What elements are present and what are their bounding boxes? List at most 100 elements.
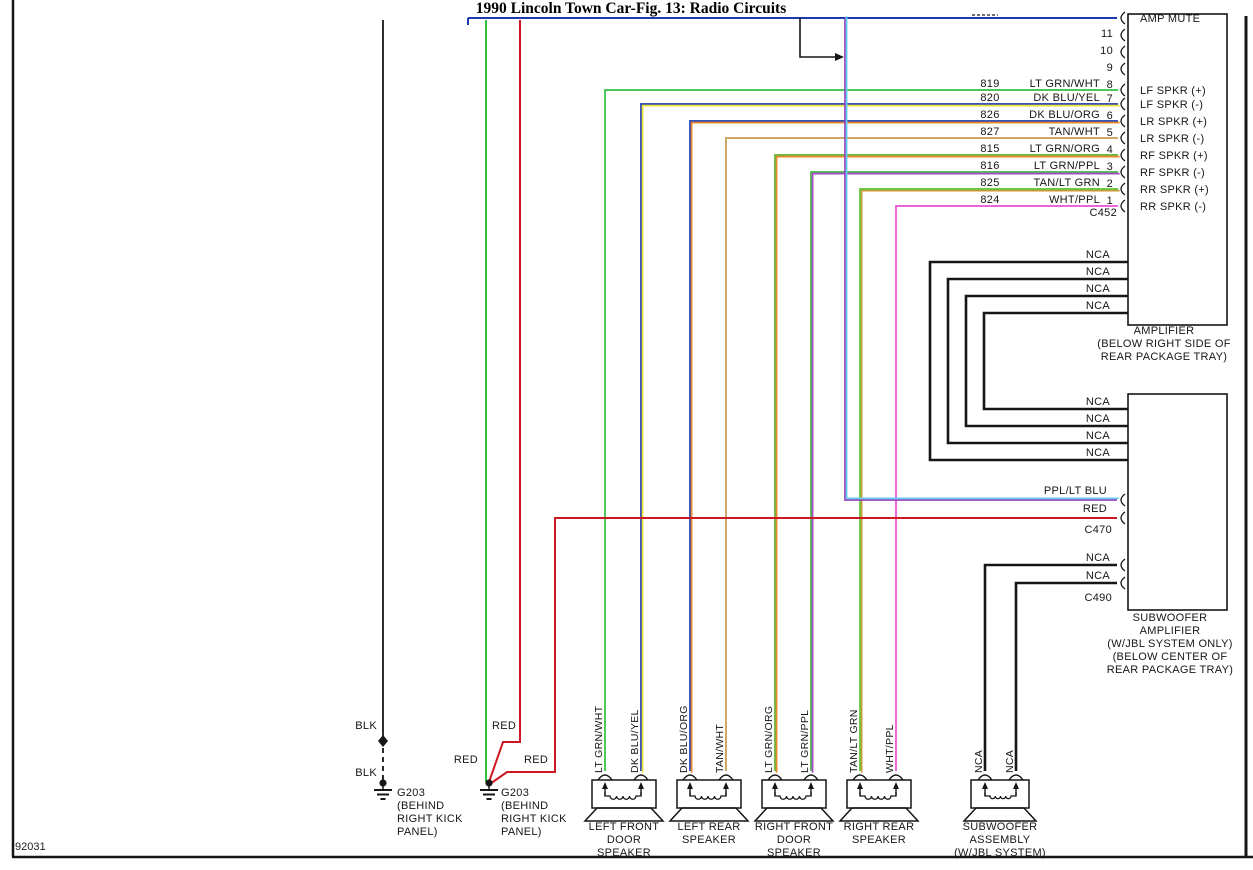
pointer-arrowhead xyxy=(835,53,844,61)
red-wire-c470 xyxy=(489,517,1117,785)
voice-coil xyxy=(774,792,812,800)
wire-color-vertical-label: WHT/PPL xyxy=(884,724,896,773)
speaker-name: LEFT FRONT xyxy=(589,821,660,833)
pin-function-label: RR SPKR (-) xyxy=(1140,201,1206,213)
nca-subwoofer-wire xyxy=(1014,581,1117,771)
pointer-arrow-line xyxy=(799,18,835,58)
speaker-wire-824 xyxy=(895,205,1118,771)
speaker-wire-816 xyxy=(810,171,1118,771)
c452-pin-arc xyxy=(1120,28,1126,42)
wire-color-label: LT GRN/ORG xyxy=(1030,143,1100,155)
speaker-name: SPEAKER xyxy=(682,834,736,846)
pin-number: 6 xyxy=(1107,110,1113,122)
c452-pin-arc xyxy=(1120,199,1126,213)
pin-function-label: LR SPKR (-) xyxy=(1140,133,1204,145)
red-label: RED xyxy=(454,754,478,766)
splice-diamond xyxy=(378,735,388,747)
speaker-wire-819 xyxy=(604,89,1118,771)
circuit-number: 815 xyxy=(980,143,999,155)
wire-color-label: PPL/LT BLU xyxy=(1044,485,1107,497)
speaker-box xyxy=(970,779,1030,809)
nca-label: NCA xyxy=(1086,430,1110,442)
pin-number: 2 xyxy=(1107,178,1113,190)
circuit-number: 819 xyxy=(980,78,999,90)
nca-label: NCA xyxy=(1086,447,1110,459)
c490-pin-arc xyxy=(1120,576,1126,590)
connector-name-c490: C490 xyxy=(1085,592,1113,604)
speaker-terminal-arc xyxy=(803,774,819,781)
speaker-name: RIGHT FRONT xyxy=(755,821,833,833)
pin-function-label: LF SPKR (+) xyxy=(1140,85,1206,97)
pin-number: 4 xyxy=(1107,144,1113,156)
speaker-wire-816-stripe xyxy=(811,172,1120,773)
ground-note: PANEL) xyxy=(501,826,542,838)
c452-pin-arc xyxy=(1120,131,1126,145)
ground-g203-left-node xyxy=(379,779,387,787)
subwoofer-amplifier-box xyxy=(1127,393,1228,611)
amplifier-box xyxy=(1127,13,1228,326)
wire-color-vertical-label: TAN/LT GRN xyxy=(848,709,860,773)
nca-label: NCA xyxy=(1086,249,1110,261)
subwoofer-amplifier-label: AMPLIFIER xyxy=(1140,625,1201,637)
terminal-arrowhead xyxy=(687,782,693,789)
wire-color-label: LT GRN/PPL xyxy=(1034,160,1100,172)
speaker-wire-825-stripe xyxy=(860,189,1120,773)
terminal-arrowhead xyxy=(982,782,988,789)
nca-label: NCA xyxy=(1086,266,1110,278)
speaker-terminal-arc xyxy=(1008,774,1024,781)
circuit-number: 825 xyxy=(980,177,999,189)
circuit-number: 827 xyxy=(980,126,999,138)
pin-number: 3 xyxy=(1107,161,1113,173)
blk-label: BLK xyxy=(355,720,377,732)
nca-loop-wire xyxy=(946,277,1128,445)
wire-color-vertical-label: DK BLU/ORG xyxy=(678,705,690,773)
circuit-number: 824 xyxy=(980,194,999,206)
terminal-arrowhead xyxy=(772,782,778,789)
pin-number: 10 xyxy=(1100,45,1113,57)
c452-pin-arc xyxy=(1120,114,1126,128)
terminal-arrowhead xyxy=(1013,782,1019,789)
pin-function-label: RF SPKR (-) xyxy=(1140,167,1205,179)
nca-subwoofer-wire xyxy=(983,563,1117,771)
speaker-terminal-arc xyxy=(767,774,783,781)
speaker-cone xyxy=(583,807,665,822)
subwoofer-amplifier-label: (W/JBL SYSTEM ONLY) xyxy=(1107,638,1233,650)
amplifier-label: AMPLIFIER xyxy=(1134,325,1195,337)
circuit-number: 826 xyxy=(980,109,999,121)
ground-note: RIGHT KICK xyxy=(501,813,567,825)
pin-number: 9 xyxy=(1107,62,1113,74)
speaker-name: SPEAKER xyxy=(597,847,651,859)
red-label: RED xyxy=(524,754,548,766)
wire-color-label: DK BLU/ORG xyxy=(1029,109,1100,121)
c452-pin-arc xyxy=(1120,83,1126,97)
ppl-lt-blu-wire xyxy=(844,18,1117,501)
pin-number: 5 xyxy=(1107,127,1113,139)
ground-note: (BEHIND xyxy=(397,800,444,812)
speaker-cone xyxy=(668,807,750,822)
c452-pin-arc xyxy=(1120,97,1126,111)
terminal-arrowhead xyxy=(808,782,814,789)
circuit-number: 816 xyxy=(980,160,999,172)
voice-coil xyxy=(859,792,897,800)
amplifier-label: (BELOW RIGHT SIDE OF xyxy=(1097,338,1231,350)
speaker-wire-825 xyxy=(859,188,1118,771)
c452-pin-arc xyxy=(1120,62,1126,76)
speaker-name: LEFT REAR xyxy=(677,821,740,833)
wire-color-vertical-label: LT GRN/WHT xyxy=(593,705,605,773)
wire-color-vertical-label: TAN/WHT xyxy=(714,724,726,773)
c490-pin-arc xyxy=(1120,558,1126,572)
wire-color-label: LT GRN/WHT xyxy=(1030,78,1100,90)
speaker-name: (W/JBL SYSTEM) xyxy=(954,847,1046,859)
wire-color-vertical-label: DK BLU/YEL xyxy=(629,709,641,773)
speaker-box xyxy=(591,779,657,809)
wire-color-label: DK BLU/YEL xyxy=(1033,92,1100,104)
pin-function-label: LR SPKR (+) xyxy=(1140,116,1207,128)
nca-label: NCA xyxy=(1086,283,1110,295)
pin-number: 1 xyxy=(1107,195,1113,207)
speaker-terminal-arc xyxy=(852,774,868,781)
voice-coil xyxy=(689,792,727,800)
c470-pin-arc xyxy=(1120,493,1126,507)
speaker-name: SPEAKER xyxy=(852,834,906,846)
pin-function-label: RR SPKR (+) xyxy=(1140,184,1209,196)
connector-name-c470: C470 xyxy=(1085,524,1113,536)
